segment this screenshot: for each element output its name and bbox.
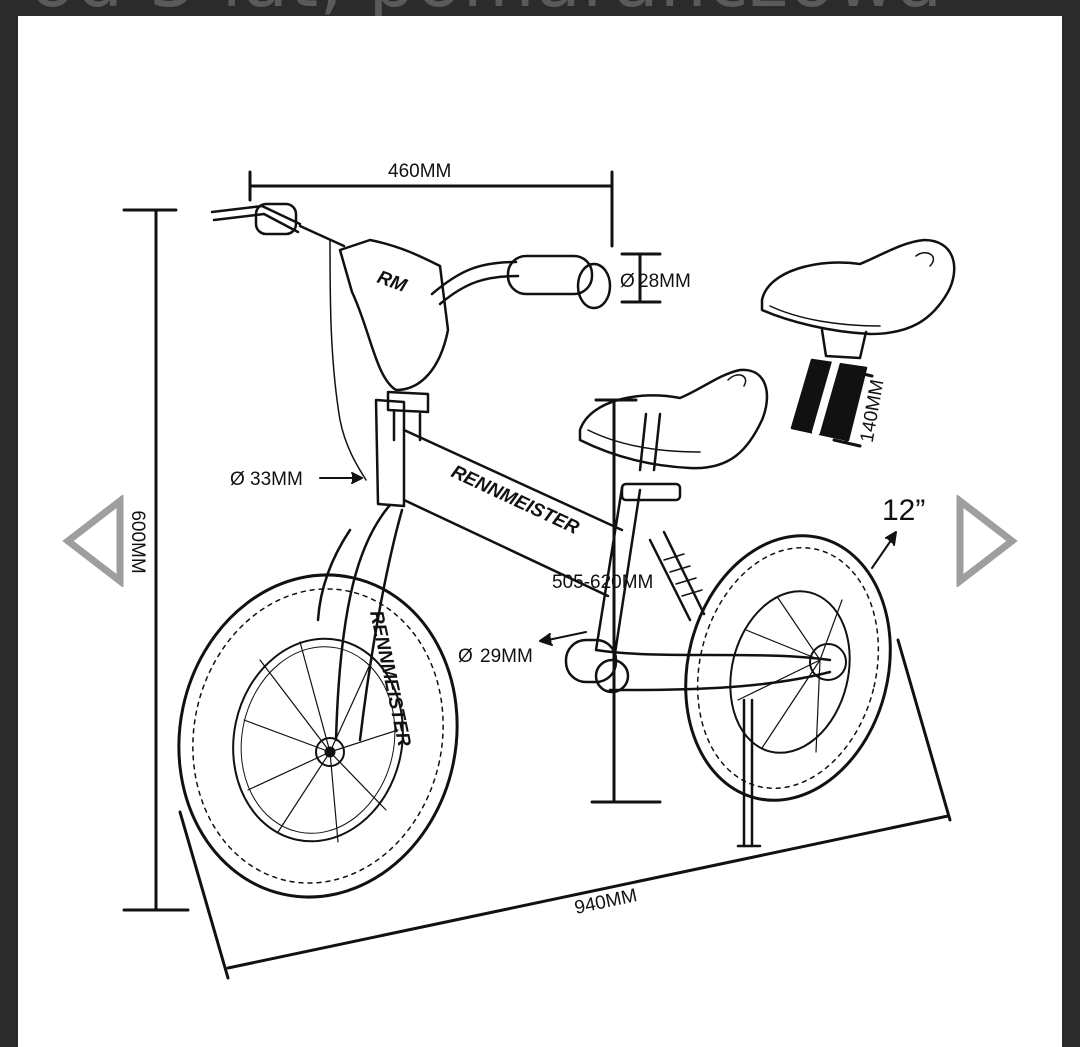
label-seat-height: 505-620MM <box>552 572 653 593</box>
dim-height <box>122 208 190 912</box>
seat <box>578 368 769 470</box>
label-diameter-33: Ø <box>230 469 245 490</box>
label-wheel-size: 12” <box>882 494 925 527</box>
dim-seat-height <box>590 398 662 804</box>
chevron-right-icon <box>956 495 1018 587</box>
label-diameter-28: Ø <box>620 271 635 292</box>
bike-diagram: RENNMEISTER RENNMEISTER RM 460MM Ø 28MM … <box>122 161 956 980</box>
label-handlebar-width: 460MM <box>388 161 451 182</box>
label-grip-diameter: 28MM <box>638 271 691 292</box>
front-wheel <box>177 573 459 899</box>
plate-logo-label: RM <box>374 267 410 297</box>
dim-length <box>178 638 952 980</box>
seat-detail <box>760 238 956 442</box>
frame-brand-label: RENNMEISTER <box>448 461 582 539</box>
label-height: 600MM <box>127 510 148 573</box>
prev-image-button[interactable] <box>62 495 126 587</box>
chevron-left-icon <box>62 495 124 587</box>
dim-handlebar <box>248 170 614 248</box>
label-lower-tube: 29MM <box>480 646 533 667</box>
image-viewer: RENNMEISTER RENNMEISTER RM 460MM Ø 28MM … <box>18 16 1062 1047</box>
label-frame-tube: 33MM <box>250 469 303 490</box>
rear-wheel <box>684 534 892 802</box>
dim-arrows <box>319 472 897 646</box>
fork-brand-label: RENNMEISTER <box>365 609 414 749</box>
label-length: 940MM <box>573 885 639 919</box>
dim-grip <box>620 252 662 304</box>
next-image-button[interactable] <box>954 495 1018 587</box>
handlebar <box>210 202 612 481</box>
bike-frame <box>316 398 832 848</box>
brand-text: RENNMEISTER RENNMEISTER RM <box>365 267 582 749</box>
label-diameter-29: Ø <box>458 646 473 667</box>
